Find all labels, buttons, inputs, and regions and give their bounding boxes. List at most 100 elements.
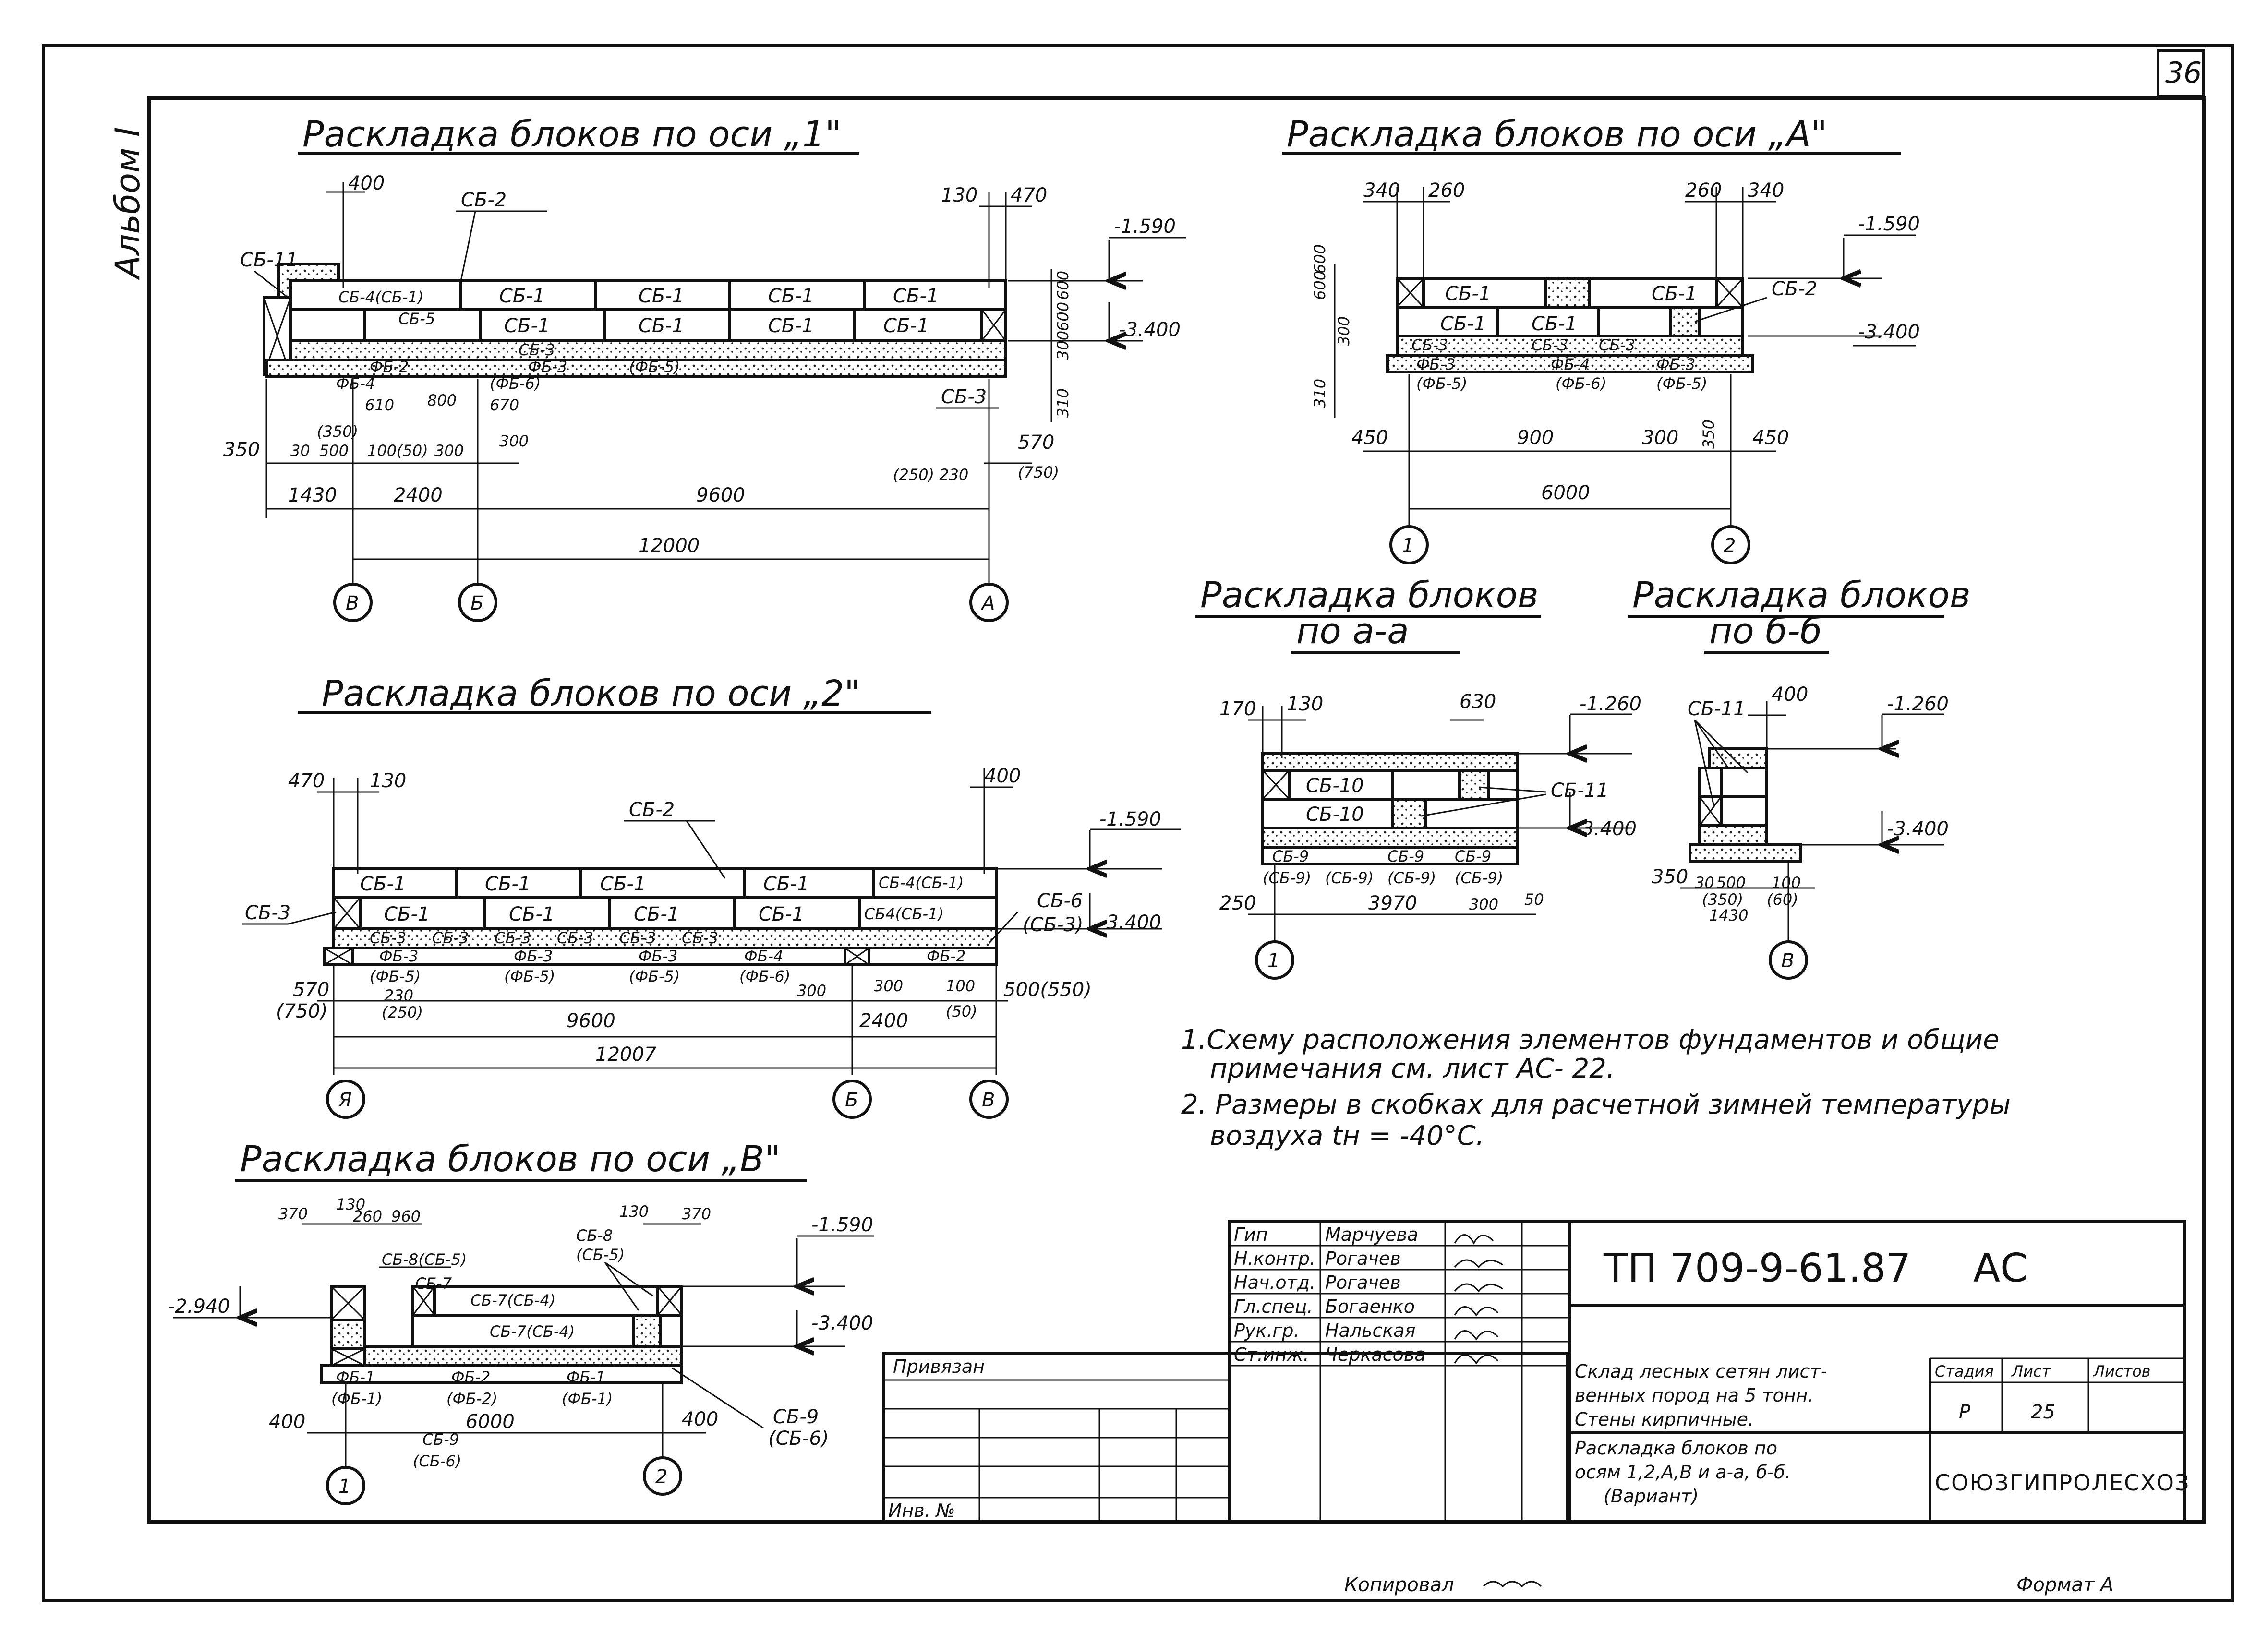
dim-label: 900 xyxy=(1517,427,1554,449)
sig-name: Черкасова xyxy=(1325,1344,1426,1365)
sig-role: Ст.инж. xyxy=(1234,1344,1309,1365)
block-label: СБ-3 xyxy=(432,929,469,947)
sig-name: Рогачев xyxy=(1325,1248,1401,1269)
block-label: СБ-8 xyxy=(576,1226,613,1245)
dim-label: 2400 xyxy=(394,484,443,506)
block-label: СБ-1 xyxy=(634,903,679,925)
dim-label: 350 xyxy=(223,439,260,461)
block-label: СБ-3 xyxy=(682,929,718,947)
dim-label: 100(50) xyxy=(367,442,428,460)
dim-label: 600 xyxy=(1311,271,1329,300)
axis-marker: В xyxy=(982,1089,995,1111)
block-label: СБ-11 xyxy=(1688,698,1746,720)
block-label: СБ-1 xyxy=(504,315,550,337)
dim-label: 260 xyxy=(1685,180,1722,202)
block-label: СБ-7 xyxy=(415,1274,452,1293)
view-section-aa: Раскладка блоков по а-а СБ-10 СБ-10 СБ-1… xyxy=(1195,575,1641,980)
dim-label: 300 xyxy=(1469,895,1498,913)
dim-label: 130 xyxy=(336,1195,365,1213)
dim-label: 340 xyxy=(1363,180,1400,202)
block-label: СБ-2 xyxy=(1772,278,1817,300)
block-label: СБ-1 xyxy=(1440,313,1486,335)
dim-label: 300 xyxy=(797,982,826,1000)
block-label: (СБ-3) xyxy=(1023,914,1083,936)
dim-label: 12007 xyxy=(595,1044,657,1066)
block-label: (СБ-9) xyxy=(1387,869,1436,887)
object-line-2: венных пород на 5 тонн. xyxy=(1575,1385,1813,1406)
dim-label: 350 xyxy=(1700,420,1718,449)
organization: СОЮЗГИПРОЛЕСХОЗ xyxy=(1935,1470,2190,1496)
block-label: ФБ-3 xyxy=(1416,355,1455,373)
elevation-label: -3.400 xyxy=(1575,818,1637,840)
block-label: СБ-3 xyxy=(941,386,987,408)
dim-label: 570 xyxy=(1018,432,1054,454)
block-label: СБ-1 xyxy=(485,873,531,895)
dim-label: 600 xyxy=(1054,271,1072,300)
sig-name: Марчуева xyxy=(1325,1224,1418,1245)
view-axis-v-title: Раскладка блоков по оси „В" xyxy=(240,1139,781,1180)
dim-label: 9600 xyxy=(567,1010,615,1032)
dim-label: 300 xyxy=(434,442,464,460)
sig-role: Нач.отд. xyxy=(1234,1272,1315,1293)
sig-name: Богаенко xyxy=(1325,1296,1415,1317)
sheets-header: Листов xyxy=(2093,1362,2151,1380)
dim-label: 310 xyxy=(1054,388,1072,418)
sig-role: Гл.спец. xyxy=(1234,1296,1313,1317)
block-label: СБ-3 xyxy=(557,929,593,947)
dim-label: 500 xyxy=(1716,874,1746,892)
elevation-label: -2.940 xyxy=(168,1296,230,1318)
dim-label: (350) xyxy=(317,422,358,441)
block-label: СБ-10 xyxy=(1306,775,1364,797)
block-label: СБ-1 xyxy=(1445,283,1491,305)
block-label: ФБ-2 xyxy=(927,947,965,965)
dim-label: 400 xyxy=(984,765,1021,787)
block-label: СБ-2 xyxy=(461,189,507,211)
block-label: (ФБ-2) xyxy=(446,1390,497,1408)
dim-label: 1430 xyxy=(288,484,337,506)
sig-role: Гип xyxy=(1234,1224,1268,1245)
block-label: СБ-4(СБ-1) xyxy=(338,288,423,306)
block-label: СБ-11 xyxy=(240,249,298,271)
axis-marker: 1 xyxy=(1402,535,1414,557)
general-notes: 1.Схему расположения элементов фундамент… xyxy=(1181,1024,2011,1152)
sheet-title-1: Раскладка блоков по xyxy=(1575,1438,1777,1459)
dim-label: 50 xyxy=(1524,890,1544,909)
block-label: ФБ-3 xyxy=(1656,355,1695,373)
block-label: СБ-5 xyxy=(398,310,435,328)
dim-label: 400 xyxy=(269,1411,305,1433)
dim-label: 310 xyxy=(1311,379,1329,408)
dim-label: 300 xyxy=(499,432,529,450)
block-label: СБ-6 xyxy=(1037,890,1083,912)
section-code: АС xyxy=(1973,1246,2027,1291)
dim-label: 300 xyxy=(1642,427,1678,449)
dim-label: (60) xyxy=(1767,890,1798,909)
block-label: (ФБ-1) xyxy=(331,1390,382,1408)
elevation-label: -3.400 xyxy=(1119,319,1181,341)
block-label: (СБ-9) xyxy=(1263,869,1311,887)
dim-label: 2400 xyxy=(859,1010,908,1032)
axis-marker: А xyxy=(980,592,995,614)
dim-label: 130 xyxy=(1287,693,1323,715)
block-label: СБ-3 xyxy=(519,341,555,359)
sig-role: Рук.гр. xyxy=(1234,1320,1300,1341)
dim-label: (350) xyxy=(1702,890,1743,909)
block-label: ФБ-4 xyxy=(744,947,783,965)
block-label: СБ-3 xyxy=(619,929,656,947)
dim-label: 600 xyxy=(1054,302,1072,331)
dim-label: 670 xyxy=(490,396,519,414)
note-line-4: воздуха tн = -40°С. xyxy=(1210,1120,1484,1152)
view-bb-title-2: по б-б xyxy=(1709,611,1822,652)
album-label: Альбом I xyxy=(108,127,147,280)
dim-label: 600 xyxy=(1311,244,1329,274)
block-label: (СБ-6) xyxy=(413,1452,461,1470)
note-line-3: 2. Размеры в скобках для расчетной зимне… xyxy=(1181,1089,2011,1120)
copied-by: Копировал xyxy=(1344,1574,1454,1596)
block-label: (СБ-9) xyxy=(1325,869,1374,887)
block-label: СБ-3 xyxy=(1532,336,1568,354)
view-section-bb: Раскладка блоков по б-б СБ-11 -1.260 -3.… xyxy=(1628,575,1971,980)
dim-label: (250) 230 xyxy=(893,466,968,484)
view-axis-v: Раскладка блоков по оси „В" СБ-8(СБ-5) С… xyxy=(168,1139,874,1505)
block-label: СБ-7(СБ-4) xyxy=(490,1322,575,1341)
stage-value: Р xyxy=(1959,1401,1971,1423)
elevation-label: -1.590 xyxy=(1858,213,1920,235)
